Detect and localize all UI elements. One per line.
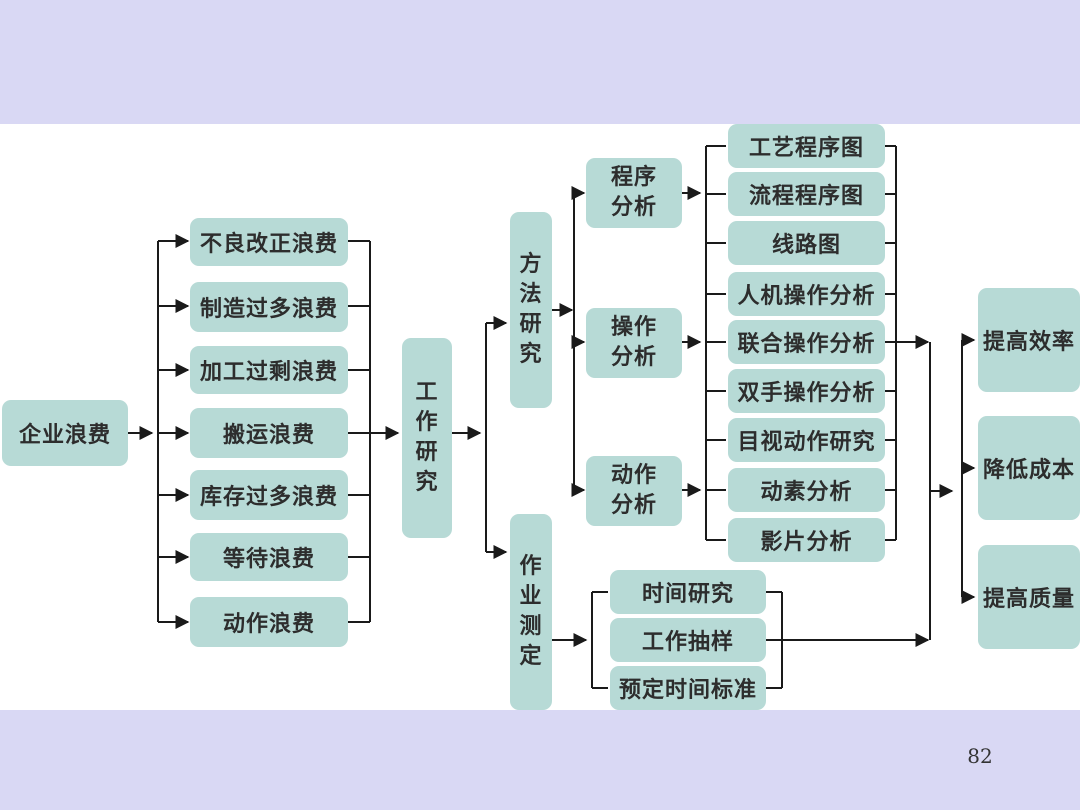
work-measurement-label: 作业测定 — [519, 554, 543, 669]
work-study-node: 工作研究 — [402, 338, 452, 538]
process-analysis-node: 程序 分析 — [586, 158, 682, 228]
operation-analysis-line2: 分析 — [610, 345, 657, 370]
process-analysis-line1: 程序 — [610, 165, 657, 190]
operation-item-man-machine: 人机操作分析 — [728, 272, 885, 316]
waste-motion: 动作浪费 — [190, 597, 348, 647]
method-study-node: 方法研究 — [510, 212, 552, 408]
motion-analysis-line2: 分析 — [610, 493, 657, 518]
motion-item-film: 影片分析 — [728, 518, 885, 562]
method-study-label: 方法研究 — [519, 252, 543, 367]
waste-overproduction: 制造过多浪费 — [190, 282, 348, 332]
footer-band — [0, 710, 1080, 810]
waste-overprocessing: 加工过剩浪费 — [190, 346, 348, 394]
operation-analysis-line1: 操作 — [610, 315, 657, 340]
waste-inventory: 库存过多浪费 — [190, 470, 348, 520]
process-item-chart: 工艺程序图 — [728, 124, 885, 168]
outcome-quality: 提高质量 — [978, 545, 1080, 649]
waste-waiting: 等待浪费 — [190, 533, 348, 581]
header-band — [0, 0, 1080, 124]
process-item-route: 线路图 — [728, 221, 885, 265]
motion-item-visual: 目视动作研究 — [728, 418, 885, 462]
outcome-efficiency: 提高效率 — [978, 288, 1080, 392]
work-study-label: 工作研究 — [415, 380, 439, 495]
waste-rework: 不良改正浪费 — [190, 218, 348, 266]
page-number: 82 — [967, 744, 993, 768]
operation-item-two-hand: 双手操作分析 — [728, 369, 885, 413]
motion-analysis-line1: 动作 — [610, 463, 657, 488]
waste-transport: 搬运浪费 — [190, 408, 348, 458]
work-measurement-node: 作业测定 — [510, 514, 552, 710]
motion-analysis-node: 动作 分析 — [586, 456, 682, 526]
measurement-item-time-study: 时间研究 — [610, 570, 766, 614]
source-node: 企业浪费 — [2, 400, 128, 466]
process-item-flow: 流程程序图 — [728, 172, 885, 216]
measurement-item-sampling: 工作抽样 — [610, 618, 766, 662]
process-analysis-line2: 分析 — [610, 195, 657, 220]
operation-item-joint: 联合操作分析 — [728, 320, 885, 364]
motion-item-therblig: 动素分析 — [728, 468, 885, 512]
measurement-item-pts: 预定时间标准 — [610, 666, 766, 710]
operation-analysis-node: 操作 分析 — [586, 308, 682, 378]
outcome-cost: 降低成本 — [978, 416, 1080, 520]
